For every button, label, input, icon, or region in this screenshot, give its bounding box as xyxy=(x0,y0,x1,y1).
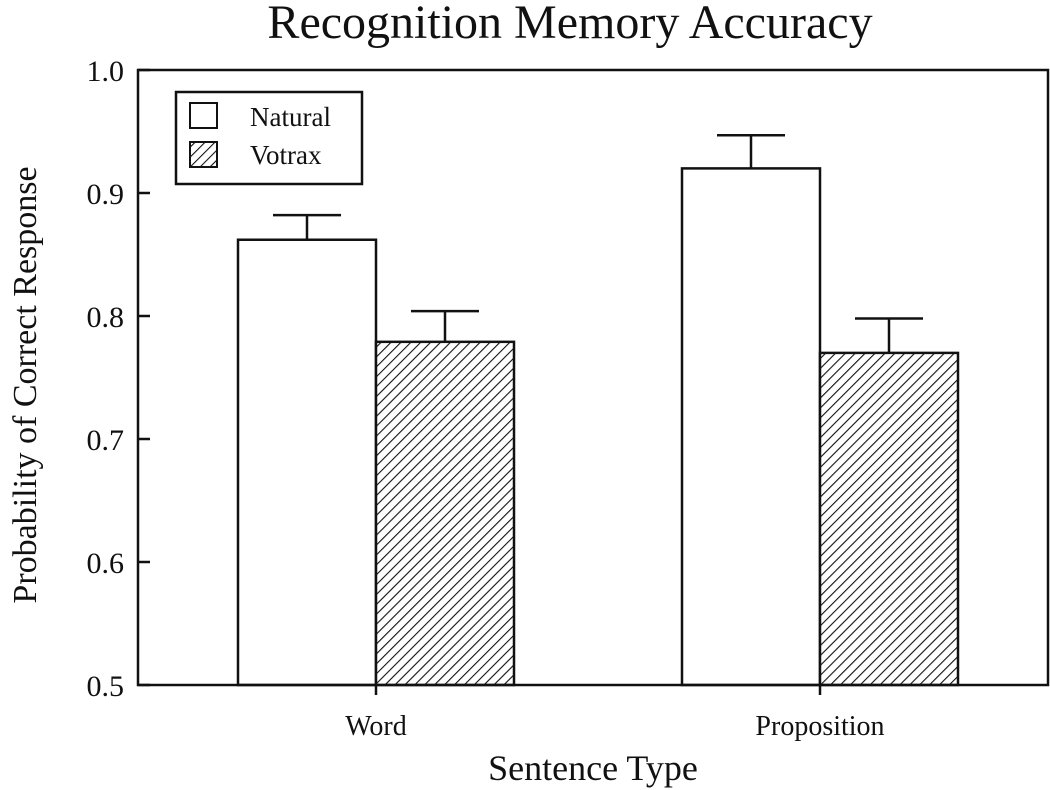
plot-frame xyxy=(136,68,1050,687)
y-tick-label: 0.5 xyxy=(87,670,125,703)
y-axis-ticks: 0.5 0.6 0.7 0.8 0.9 1.0 xyxy=(87,55,150,703)
x-axis-ticks: Word Proposition xyxy=(345,685,885,742)
y-tick-label: 1.0 xyxy=(87,55,125,88)
y-tick-label: 0.8 xyxy=(87,301,125,334)
y-tick-label: 0.6 xyxy=(87,547,125,580)
y-axis-label: Probability of Correct Response xyxy=(7,166,44,603)
y-tick-label: 0.9 xyxy=(87,178,125,211)
x-tick-label: Word xyxy=(345,711,407,742)
bar-group xyxy=(236,133,960,687)
bar-natural-word xyxy=(236,238,378,687)
legend-label-votrax: Votrax xyxy=(250,140,322,170)
bar-votrax-word xyxy=(374,340,516,687)
x-axis-label: Sentence Type xyxy=(488,748,698,788)
x-tick-label: Proposition xyxy=(755,711,884,742)
legend: Natural Votrax xyxy=(174,90,364,186)
bar-natural-proposition xyxy=(680,167,822,687)
legend-swatch-natural xyxy=(189,102,218,129)
y-tick-label: 0.7 xyxy=(87,424,125,457)
chart-title: Recognition Memory Accuracy xyxy=(267,0,872,49)
legend-label-natural: Natural xyxy=(250,102,331,132)
bar-votrax-proposition xyxy=(818,351,960,687)
legend-swatch-votrax xyxy=(189,141,218,168)
